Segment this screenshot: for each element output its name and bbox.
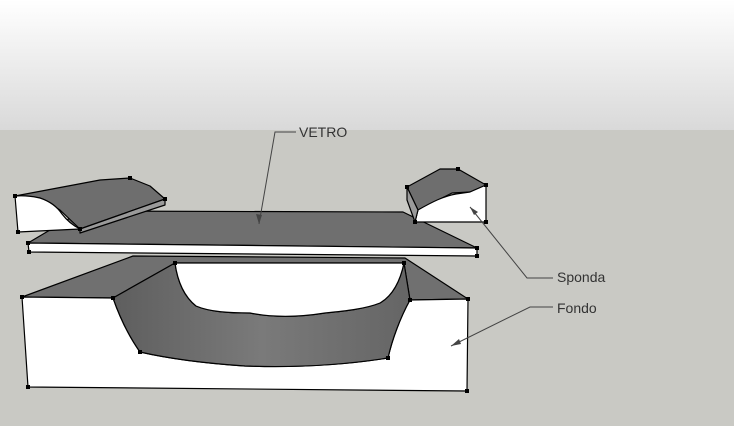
sponda-right-vertices	[405, 167, 488, 224]
fondo-block	[20, 255, 470, 393]
fondo-vertices	[20, 261, 470, 393]
fondo-leader-arrow	[451, 339, 461, 346]
vetro-vertices	[26, 241, 479, 258]
vetro-plate	[26, 210, 479, 258]
vetro-label: VETRO	[299, 124, 347, 140]
sponda-label: Sponda	[557, 269, 605, 285]
sponda-right-front-face	[414, 184, 487, 223]
sponda-left	[13, 176, 167, 234]
sponda-left-side-face	[79, 198, 166, 234]
sponda-left-front-face	[14, 195, 81, 233]
vetro-leader-arrow	[256, 214, 262, 224]
fondo-leader	[450, 306, 553, 347]
fondo-trench-floor	[174, 262, 405, 317]
fondo-label: Fondo	[557, 300, 597, 316]
sponda-leader-arrow	[470, 207, 478, 215]
sponda-left-vertices	[13, 176, 167, 234]
vetro-leader	[258, 131, 296, 225]
sky	[0, 0, 734, 130]
sponda-right	[405, 167, 488, 224]
sponda-leader	[469, 206, 553, 279]
leader-lines	[256, 131, 553, 347]
